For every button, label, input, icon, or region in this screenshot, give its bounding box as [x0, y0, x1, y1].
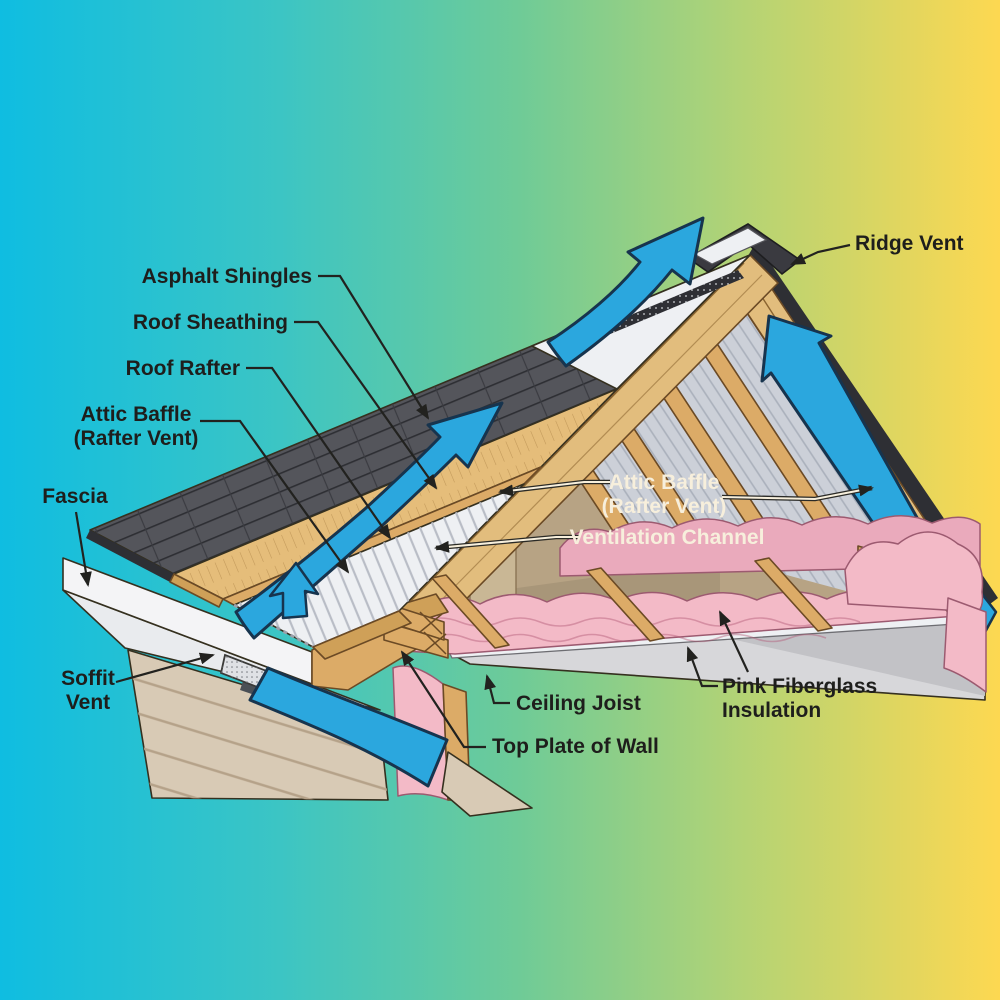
- label-ridge-vent: Ridge Vent: [855, 232, 964, 255]
- label-attic-baffle-right: Attic Baffle (Rafter Vent): [602, 471, 727, 518]
- label-roof-rafter: Roof Rafter: [126, 357, 240, 380]
- svg-text:Attic Baffle: Attic Baffle: [81, 403, 192, 426]
- labels: Asphalt Shingles Roof Sheathing Roof Raf…: [42, 232, 963, 758]
- baffle-corrugated-end: [233, 603, 314, 649]
- shingle-eave-edge: [86, 530, 174, 582]
- wall-base-wedge: [441, 751, 533, 817]
- svg-text:(Rafter Vent): (Rafter Vent): [74, 427, 199, 450]
- airflow-arrow-soffit-exit: [268, 561, 320, 620]
- label-fascia: Fascia: [42, 485, 108, 508]
- label-asphalt-shingles: Asphalt Shingles: [142, 265, 312, 288]
- label-soffit-vent: Soffit Vent: [61, 667, 115, 714]
- sheathing-edge: [169, 573, 224, 608]
- svg-text:Vent: Vent: [66, 691, 110, 714]
- svg-text:Pink Fiberglass: Pink Fiberglass: [722, 675, 877, 698]
- front-rafter-edge: [312, 610, 412, 660]
- svg-text:Soffit: Soffit: [61, 667, 115, 690]
- label-ceiling-joist: Ceiling Joist: [516, 692, 641, 715]
- leader-lines: [74, 243, 874, 749]
- svg-text:Insulation: Insulation: [722, 699, 821, 722]
- label-top-plate: Top Plate of Wall: [492, 735, 659, 758]
- label-roof-sheathing: Roof Sheathing: [133, 311, 288, 334]
- label-pink-fiberglass: Pink Fiberglass Insulation: [722, 675, 877, 722]
- attic-interior: [385, 242, 998, 701]
- ridge-vent-cap: [686, 223, 802, 276]
- svg-text:(Rafter Vent): (Rafter Vent): [602, 495, 727, 518]
- ceiling-shading: [700, 624, 985, 696]
- label-attic-baffle-left: Attic Baffle (Rafter Vent): [74, 403, 199, 450]
- airflow-arrow-soffit-intake: [248, 666, 449, 788]
- svg-text:Attic Baffle: Attic Baffle: [609, 471, 720, 494]
- label-ventilation-channel: Ventilation Channel: [570, 526, 765, 549]
- insulation-right-corner: [844, 531, 998, 693]
- wall-siding: [127, 649, 389, 801]
- airflow-arrow-ridge-exit: [546, 216, 705, 368]
